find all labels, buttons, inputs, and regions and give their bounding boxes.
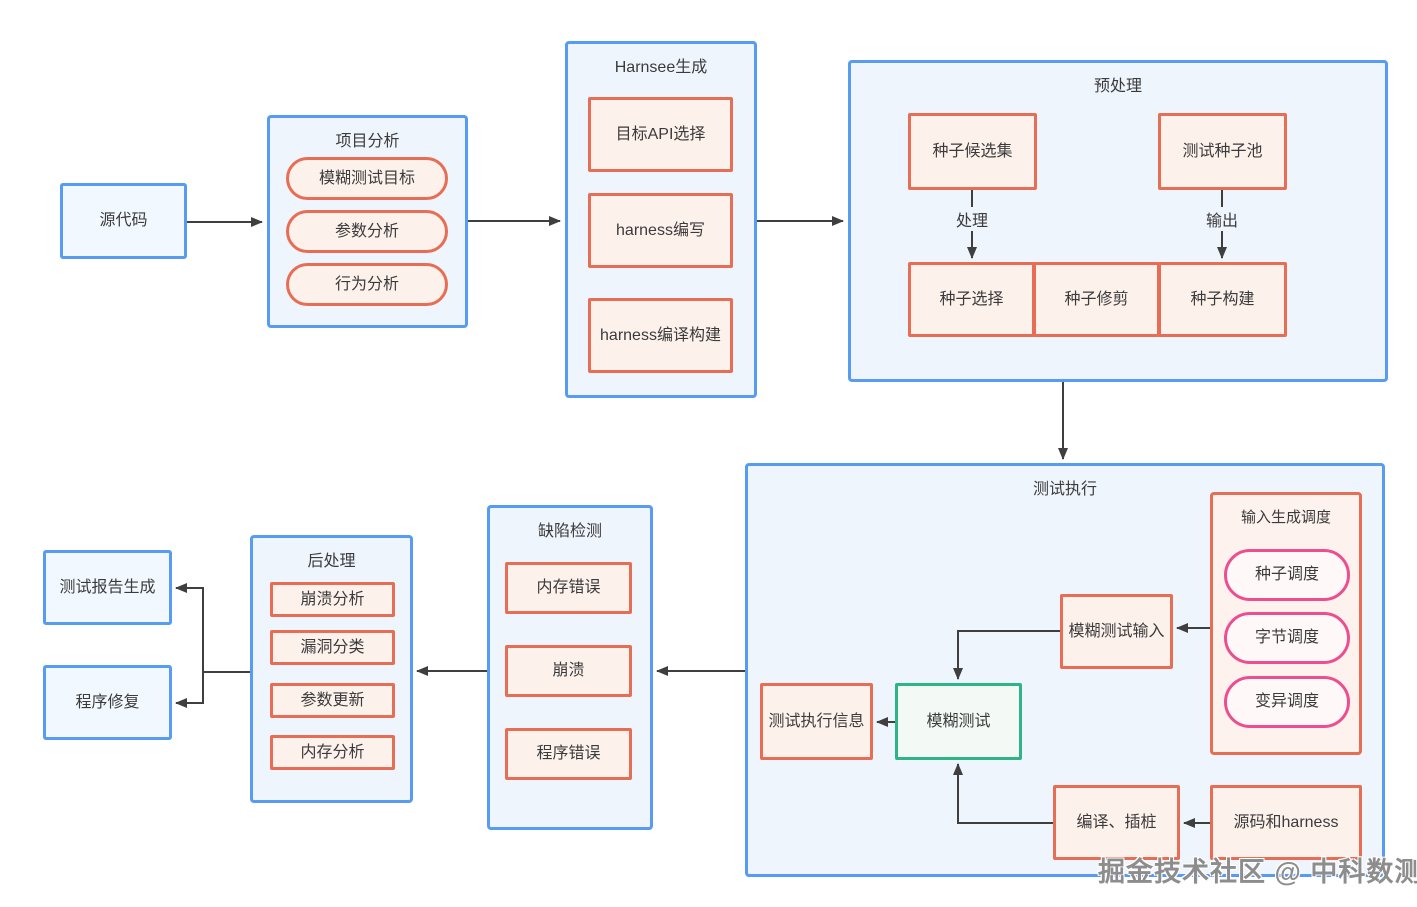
node-harness-writing: harness编写 bbox=[588, 193, 733, 268]
node-compile-instrument: 编译、插桩 bbox=[1053, 785, 1180, 860]
node-seed-candidate-set: 种子候选集 bbox=[908, 113, 1037, 190]
node-behavior-analysis: 行为分析 bbox=[286, 263, 448, 306]
node-crash-label: 崩溃 bbox=[552, 662, 585, 680]
node-seed-selection: 种子选择 bbox=[908, 262, 1035, 337]
node-fuzzing: 模糊测试 bbox=[895, 683, 1022, 760]
node-target-api-selection-label: 目标API选择 bbox=[615, 125, 706, 143]
node-memory-error: 内存错误 bbox=[505, 562, 632, 614]
node-seed-trimming: 种子修剪 bbox=[1033, 262, 1160, 337]
arrow-postprocessing-to-repair bbox=[175, 672, 204, 708]
node-vulnerability-classification-label: 漏洞分类 bbox=[300, 638, 365, 656]
post-processing-title: 后处理 bbox=[307, 553, 356, 570]
node-seed-candidate-set-label: 种子候选集 bbox=[932, 142, 1013, 160]
arrow-fuzz-input-to-fuzzing bbox=[953, 630, 1060, 680]
node-program-repair: 程序修复 bbox=[43, 665, 172, 740]
preprocessing-title: 预处理 bbox=[1093, 78, 1142, 95]
node-program-error-label: 程序错误 bbox=[536, 745, 601, 763]
node-fuzzing-label: 模糊测试 bbox=[926, 712, 991, 730]
node-program-repair-label: 程序修复 bbox=[75, 693, 140, 711]
node-harness-writing-label: harness编写 bbox=[616, 221, 705, 239]
node-target-api-selection: 目标API选择 bbox=[588, 97, 733, 172]
node-test-seed-pool: 测试种子池 bbox=[1158, 113, 1287, 190]
node-parameter-analysis-label: 参数分析 bbox=[334, 222, 399, 240]
node-mutation-scheduling: 变异调度 bbox=[1224, 676, 1350, 728]
arrow-compile-to-fuzzing bbox=[953, 763, 1053, 824]
defect-detection-title: 缺陷检测 bbox=[537, 523, 602, 540]
node-fuzz-input: 模糊测试输入 bbox=[1060, 594, 1173, 669]
project-analysis-title: 项目分析 bbox=[335, 133, 400, 150]
node-mutation-scheduling-label: 变异调度 bbox=[1254, 693, 1319, 711]
node-source-code: 源代码 bbox=[60, 183, 187, 259]
node-source-and-harness-label: 源码和harness bbox=[1233, 813, 1339, 831]
edge-label-process: 处理 bbox=[950, 207, 994, 231]
node-report-generation: 测试报告生成 bbox=[43, 550, 172, 625]
node-seed-construction-label: 种子构建 bbox=[1190, 290, 1255, 308]
node-memory-analysis: 内存分析 bbox=[270, 735, 395, 770]
node-seed-selection-label: 种子选择 bbox=[939, 290, 1004, 308]
node-fuzz-target-label: 模糊测试目标 bbox=[318, 169, 415, 187]
node-test-seed-pool-label: 测试种子池 bbox=[1182, 142, 1263, 160]
node-crash-analysis: 崩溃分析 bbox=[270, 582, 395, 617]
node-program-error: 程序错误 bbox=[505, 728, 632, 780]
node-compile-instrument-label: 编译、插桩 bbox=[1076, 813, 1157, 831]
arrow-postprocessing-to-report bbox=[175, 583, 250, 673]
node-parameter-analysis: 参数分析 bbox=[286, 210, 448, 253]
node-memory-analysis-label: 内存分析 bbox=[300, 743, 365, 761]
node-fuzz-input-label: 模糊测试输入 bbox=[1068, 622, 1165, 640]
node-harness-build-label: harness编译构建 bbox=[600, 326, 721, 344]
node-execution-info-label: 测试执行信息 bbox=[768, 712, 865, 730]
node-seed-construction: 种子构建 bbox=[1158, 262, 1287, 337]
node-behavior-analysis-label: 行为分析 bbox=[334, 275, 399, 293]
node-parameter-update-label: 参数更新 bbox=[300, 691, 365, 709]
node-seed-scheduling: 种子调度 bbox=[1224, 549, 1350, 601]
edge-label-output: 输出 bbox=[1200, 207, 1244, 231]
node-fuzz-target: 模糊测试目标 bbox=[286, 157, 448, 200]
node-crash-analysis-label: 崩溃分析 bbox=[300, 590, 365, 608]
harness-generation-title: Harnsee生成 bbox=[614, 59, 708, 76]
node-byte-scheduling-label: 字节调度 bbox=[1254, 629, 1319, 647]
node-crash: 崩溃 bbox=[505, 645, 632, 697]
node-execution-info: 测试执行信息 bbox=[760, 683, 873, 760]
watermark: 掘金技术社区 @ 中科数测 bbox=[1098, 857, 1417, 887]
test-execution-title: 测试执行 bbox=[1032, 481, 1097, 498]
node-vulnerability-classification: 漏洞分类 bbox=[270, 630, 395, 665]
node-memory-error-label: 内存错误 bbox=[536, 579, 601, 597]
node-byte-scheduling: 字节调度 bbox=[1224, 612, 1350, 664]
node-parameter-update: 参数更新 bbox=[270, 683, 395, 718]
node-harness-build: harness编译构建 bbox=[588, 298, 733, 373]
node-report-generation-label: 测试报告生成 bbox=[59, 578, 156, 596]
node-seed-trimming-label: 种子修剪 bbox=[1064, 290, 1129, 308]
node-seed-scheduling-label: 种子调度 bbox=[1254, 566, 1319, 584]
input-generation-scheduling-title: 输入生成调度 bbox=[1240, 509, 1331, 526]
node-source-code-label: 源代码 bbox=[99, 212, 148, 230]
node-source-and-harness: 源码和harness bbox=[1210, 785, 1362, 860]
